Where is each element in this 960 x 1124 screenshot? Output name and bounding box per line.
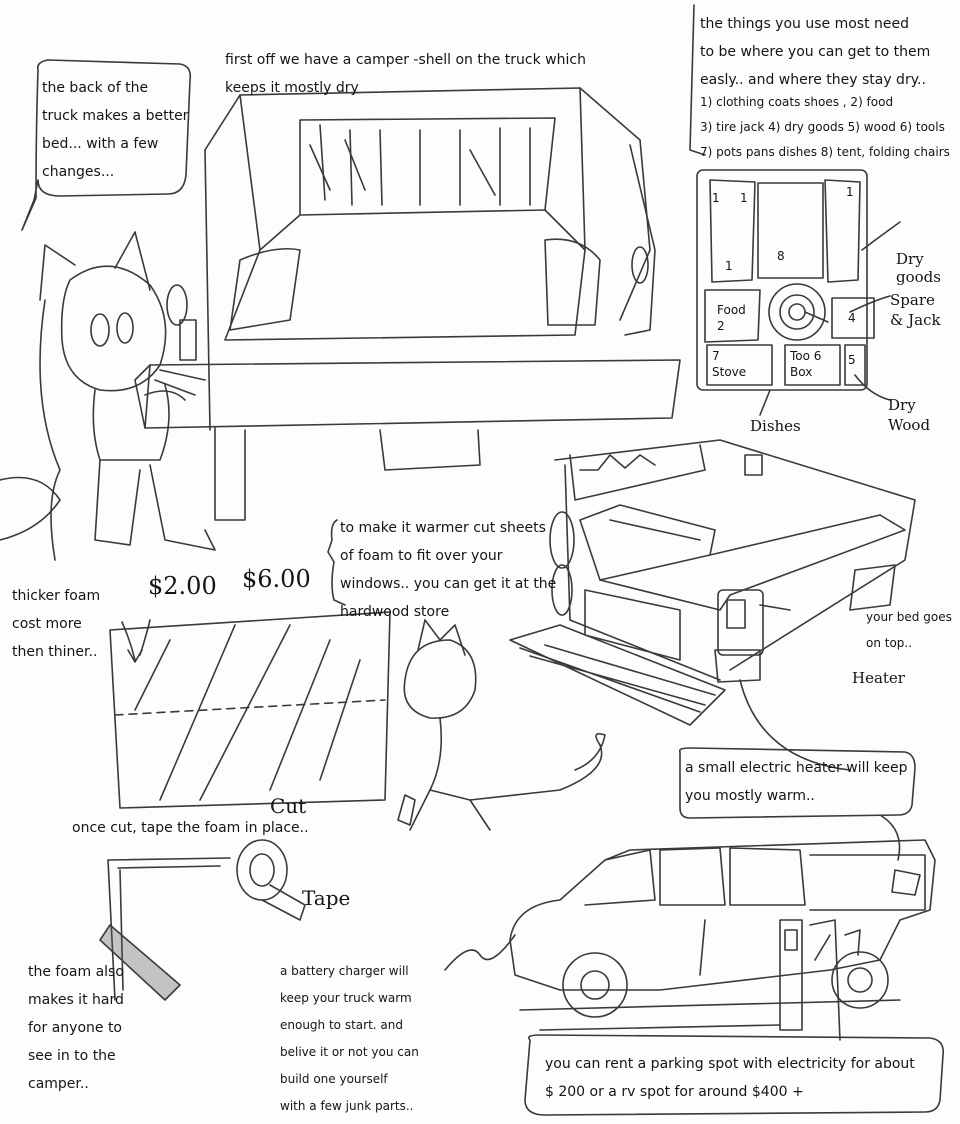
truck-bed-drawing [134,87,681,521]
dry-wood-label: Dry Wood [888,396,931,434]
diagram-num-1a: 1 [712,191,720,205]
diagram-num-8: 8 [777,249,785,263]
cat-character-top [0,231,216,561]
foam-arrow [121,621,143,663]
cut-label: Cut [270,794,307,818]
back-bed-text: the back of the truck makes a better bed… [42,80,189,180]
dry-goods-label: Dry goods [896,250,941,286]
battery-text: a battery charger will keep your truck w… [280,964,419,1113]
window-corner-drawing [99,857,231,1001]
parking-bubble [524,1034,945,1116]
heater-label: Heater [852,669,905,687]
foam-sheet-drawing [109,611,391,809]
diagram-toolbox: Too 6 Box [790,349,822,379]
parking-text: you can rent a parking spot with electri… [545,1056,915,1100]
thicker-foam-text: thicker foam cost more then thiner.. [12,588,101,660]
heater-text: a small electric heater will keep you mo… [685,760,908,804]
spare-jack-label: Spare & Jack [890,291,941,329]
foam-hard-text: the foam also makes it hard for anyone t… [28,964,124,1092]
cat-character-cutting [397,619,606,831]
diagram-num-5: 5 [848,353,856,367]
price-low: $2.00 [148,572,217,600]
diagram-food: Food 2 [717,303,746,333]
tape-roll-drawing [236,839,306,921]
diagram-num-1d: 1 [725,259,733,273]
storage-diagram [696,169,901,416]
diagram-num-4: 4 [848,311,856,325]
list-line-1: 1) clothing coats shoes , 2) food [700,95,894,109]
dishes-label: Dishes [750,417,801,435]
foam-text-bracket [327,519,346,606]
battery-arrow [444,934,516,971]
speech-bubble-back [21,59,192,231]
list-line-2: 3) tire jack 4) dry goods 5) wood 6) too… [700,120,945,134]
diagram-num-1b: 1 [740,191,748,205]
tape-label: Tape [302,886,351,910]
things-most-text: the things you use most need to be where… [700,16,931,88]
foam-warmer-text: to make it warmer cut sheets of foam to … [340,520,557,620]
heater-bubble [678,747,916,819]
list-bracket [689,4,706,156]
bed-setup-drawing [509,439,916,771]
diagram-num-1c: 1 [846,185,854,199]
tape-foam-text: once cut, tape the foam in place.. [72,820,309,836]
list-line-3: 7) pots pans dishes 8) tent, folding cha… [700,145,950,159]
price-high: $6.00 [242,565,311,593]
camper-shell-text: first off we have a camper -shell on the… [225,52,586,96]
diagram-stove: 7 Stove [712,349,747,379]
truck-drawing [509,814,936,1041]
bed-top-text: your bed goes on top.. [866,610,952,650]
